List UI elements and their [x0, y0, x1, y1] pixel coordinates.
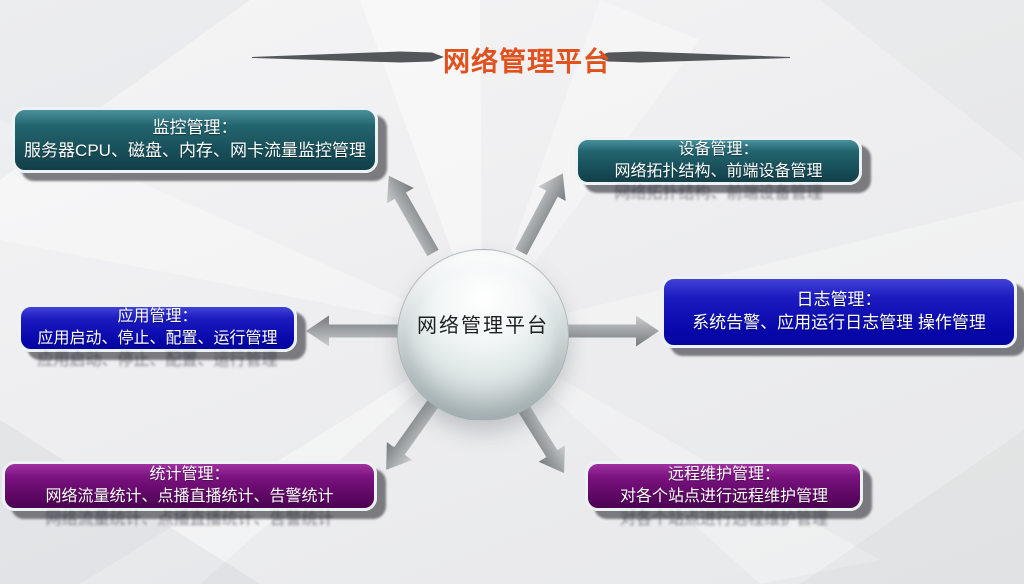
node-body: 网络流量统计、点播直播统计、告警统计 [45, 488, 334, 505]
title-flourish-right [596, 51, 790, 63]
node-heading: 远程维护管理： [667, 466, 780, 484]
arrow-down-left [386, 394, 443, 470]
arrow-down-right [513, 397, 565, 474]
node-body: 服务器CPU、磁盘、内存、网卡流量监控管理 [24, 141, 366, 160]
node-heading: 设备管理： [678, 141, 759, 159]
node-body: 网络拓扑结构、前端设备管理 [614, 163, 823, 180]
center-node: 网络管理平台 [397, 249, 569, 421]
node-device-management: 设备管理： 网络拓扑结构、前端设备管理 网络拓扑结构、前端设备管理 [575, 137, 862, 202]
node-remote-maintenance-management: 远程维护管理： 对各个站点进行远程维护管理 对各个站点进行远程维护管理 [585, 461, 863, 528]
arrow-up-right [515, 173, 566, 256]
node-body: 应用启动、停止、配置、运行管理 [37, 330, 278, 347]
arrow-up-left [386, 175, 439, 257]
node-heading: 日志管理： [796, 290, 882, 310]
node-monitor-management: 监控管理： 服务器CPU、磁盘、内存、网卡流量监控管理 [12, 107, 378, 173]
node-heading: 应用管理： [117, 308, 198, 326]
node-application-management: 应用管理： 应用启动、停止、配置、运行管理 应用启动、停止、配置、运行管理 [18, 304, 297, 369]
center-node-label: 网络管理平台 [417, 314, 549, 337]
node-log-management: 日志管理： 系统告警、应用运行日志管理 操作管理 [661, 276, 1017, 348]
node-body: 对各个站点进行远程维护管理 [619, 488, 828, 505]
arrow-left [306, 315, 398, 347]
node-statistics-management: 统计管理： 网络流量统计、点播直播统计、告警统计 网络流量统计、点播直播统计、告… [2, 461, 377, 528]
node-heading: 统计管理： [149, 466, 230, 484]
title-flourish-left [252, 51, 444, 63]
page-title: 网络管理平台 [443, 47, 611, 77]
node-heading: 监控管理： [152, 118, 238, 138]
node-body: 系统告警、应用运行日志管理 操作管理 [692, 313, 986, 332]
arrow-right [566, 315, 659, 347]
